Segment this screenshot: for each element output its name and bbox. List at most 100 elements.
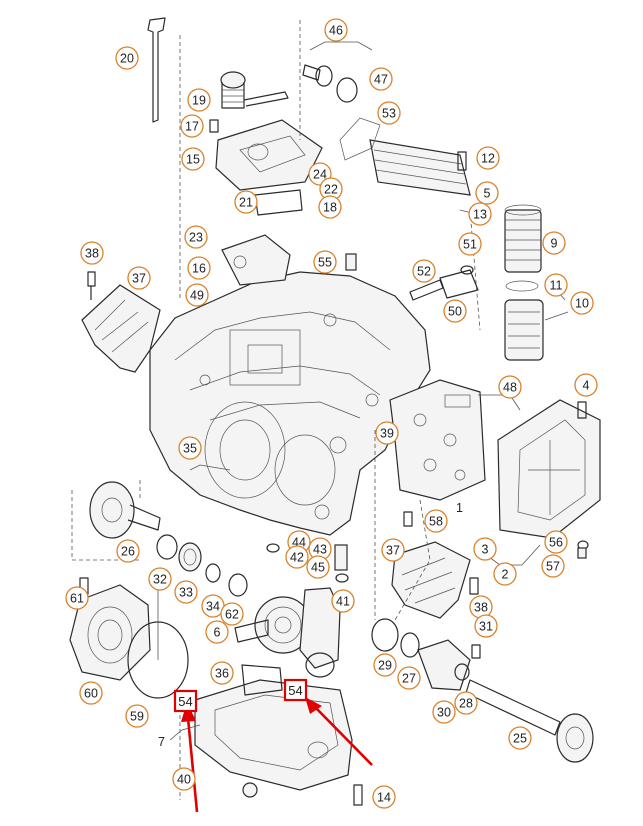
callout-number: 18 [323, 201, 337, 215]
callout-circle [148, 567, 172, 591]
callout-circle [473, 537, 497, 561]
callout-number: 35 [183, 442, 197, 456]
callout-number: 55 [318, 256, 332, 270]
callout-circle [331, 589, 355, 613]
callout-circle [324, 18, 348, 42]
callout-circle [381, 538, 405, 562]
callout-circle [544, 273, 568, 297]
callout-circle [220, 602, 244, 626]
callout-number: 2 [502, 568, 509, 582]
callout-number: 62 [225, 608, 239, 622]
callout-33: 33 [174, 580, 198, 604]
callout-15: 15 [181, 147, 205, 171]
plain-label-1: 1 [456, 501, 463, 515]
callout-number: 10 [575, 297, 589, 311]
callout-number: 39 [380, 427, 394, 441]
callout-circle [476, 146, 500, 170]
callout-number: 52 [417, 265, 431, 279]
callout-circle [373, 653, 397, 677]
callout-circle [574, 373, 598, 397]
callout-16: 16 [187, 256, 211, 280]
callout-number: 59 [130, 710, 144, 724]
callout-circle [115, 46, 139, 70]
callout-number: 30 [437, 706, 451, 720]
callout-26: 26 [116, 539, 140, 563]
breather [220, 71, 289, 109]
callout-number: 24 [313, 168, 327, 182]
plain-label-7: 7 [158, 735, 165, 749]
callout-circle [181, 147, 205, 171]
callout-number: 9 [551, 237, 558, 251]
callout-48: 48 [498, 375, 522, 399]
callout-number: 56 [549, 536, 563, 550]
callout-60: 60 [79, 681, 103, 705]
callout-13: 13 [468, 202, 492, 226]
callout-5: 5 [475, 181, 499, 205]
callout-12: 12 [476, 146, 500, 170]
callout-number: 27 [402, 672, 416, 686]
callout-number: 26 [121, 545, 135, 559]
callout-56: 56 [544, 530, 568, 554]
callout-circle [475, 181, 499, 205]
callout-number: 49 [190, 289, 204, 303]
callout-number: 40 [177, 773, 191, 787]
callout-3: 3 [473, 537, 497, 561]
pump-assembly [234, 587, 341, 678]
callout-circle [180, 114, 204, 138]
callout-circle [285, 545, 309, 569]
callout-55: 55 [313, 250, 337, 274]
callout-number: 47 [374, 73, 388, 87]
callout-circle [318, 195, 342, 219]
callout-circle [377, 101, 401, 125]
callout-circle [80, 241, 104, 265]
callout-circle [184, 225, 208, 249]
callout-number: 57 [546, 560, 560, 574]
highlighted-callout-left: 54 [173, 689, 198, 713]
callout-number: 45 [311, 561, 325, 575]
callout-circle [178, 436, 202, 460]
callout-circle [187, 88, 211, 112]
callout-circle [570, 291, 594, 315]
callout-35: 35 [178, 436, 202, 460]
callout-circle [458, 232, 482, 256]
valve-body [389, 379, 486, 501]
callout-18: 18 [318, 195, 342, 219]
callout-42: 42 [285, 545, 309, 569]
callout-23: 23 [184, 225, 208, 249]
line-art [69, 17, 601, 806]
callout-number: 50 [448, 305, 462, 319]
callout-39: 39 [375, 421, 399, 445]
red-arrow-left [186, 717, 199, 813]
callout-circle [541, 554, 565, 578]
callout-52: 52 [412, 259, 436, 283]
dipstick [147, 17, 166, 123]
callout-32: 32 [148, 567, 172, 591]
callout-38: 38 [80, 241, 104, 265]
drive-flange-left [89, 481, 161, 539]
callout-circle [493, 562, 517, 586]
callout-36: 36 [210, 661, 234, 685]
callout-circle [424, 509, 448, 533]
callout-number: 4 [583, 379, 590, 393]
side-cover [478, 394, 601, 539]
callout-number: 61 [70, 592, 84, 606]
callout-circle [369, 67, 393, 91]
callout-circle [468, 202, 492, 226]
callout-circle [454, 691, 478, 715]
callout-number: 15 [186, 153, 200, 167]
callout-20: 20 [115, 46, 139, 70]
callout-number: 43 [313, 543, 327, 557]
callout-61: 61 [65, 586, 89, 610]
callout-59: 59 [125, 704, 149, 728]
callout-number: 36 [215, 667, 229, 681]
callout-46: 46 [324, 18, 348, 42]
callout-circle [205, 620, 229, 644]
callout-number: 25 [513, 732, 527, 746]
callout-9: 9 [542, 231, 566, 255]
callout-circle [372, 785, 396, 809]
callout-34: 34 [201, 594, 225, 618]
callout-circle [306, 555, 330, 579]
end-cover [69, 584, 189, 699]
callout-6: 6 [205, 620, 229, 644]
